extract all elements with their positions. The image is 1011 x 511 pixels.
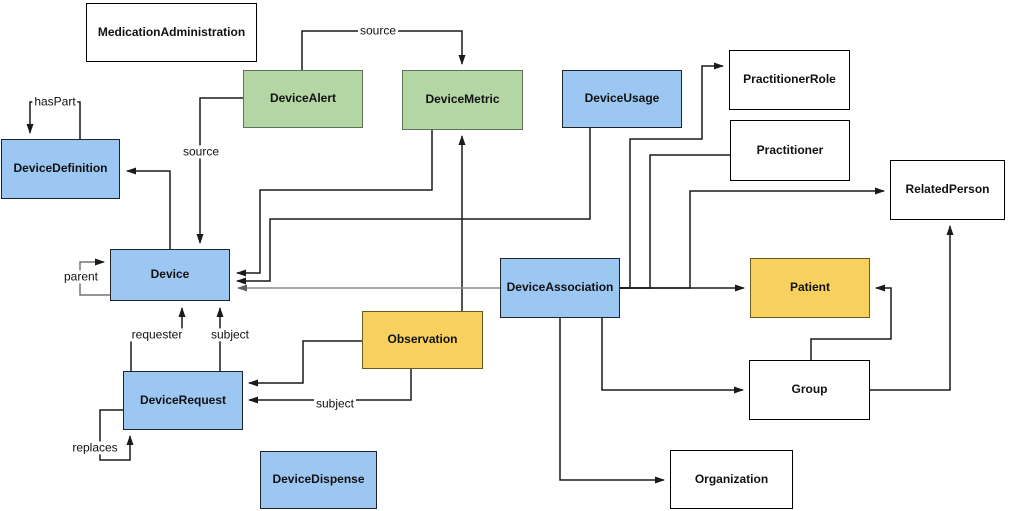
node-devicemetric: DeviceMetric [402,70,523,130]
edge-label-replaces: replaces [70,440,120,455]
node-deviceassociation: DeviceAssociation [500,258,620,318]
node-patient: Patient [750,258,870,318]
node-observation: Observation [362,311,483,369]
node-group: Group [749,360,870,420]
edge-devicerequest-replaces-loop [99,409,134,461]
node-devicealert: DeviceAlert [243,70,363,128]
edge-deviceassociation-group [601,318,744,394]
edge-group-patient [810,284,892,360]
node-deviceusage: DeviceUsage [562,70,682,128]
node-relatedperson: RelatedPerson [890,160,1005,220]
edge-device-devicedefinition [126,167,171,249]
edge-label-subject-request: subject [208,327,252,342]
edge-label-source-alert-metric: source [357,23,399,38]
edge-devicemetric-device [236,130,433,277]
edge-label-source-alert-device: source [180,144,222,159]
edge-devicealert-device-source [196,97,243,244]
edge-observation-devicerequest [248,340,362,387]
node-device: Device [110,249,230,301]
edge-label-haspart: hasPart [32,94,78,109]
edge-deviceassociation-relatedperson [620,187,885,289]
edge-observation-devicerequest-subject [248,369,412,404]
node-devicerequest: DeviceRequest [123,371,243,430]
edge-deviceusage-device [236,128,591,285]
node-practitionerrole: PractitionerRole [729,50,850,110]
node-medicationadministration: MedicationAdministration [86,3,257,62]
edge-label-subject-observation: subject [313,396,357,411]
edge-label-parent: parent [61,269,101,284]
edge-group-relatedperson [870,225,954,391]
edge-label-requester: requester [129,327,185,342]
node-organization: Organization [670,450,793,509]
node-devicedefinition: DeviceDefinition [1,139,120,199]
node-devicedispense: DeviceDispense [260,451,377,509]
node-practitioner: Practitioner [730,120,850,181]
edge-deviceassociation-organization [559,318,665,484]
edge-deviceassociation-practitioner [620,154,730,289]
